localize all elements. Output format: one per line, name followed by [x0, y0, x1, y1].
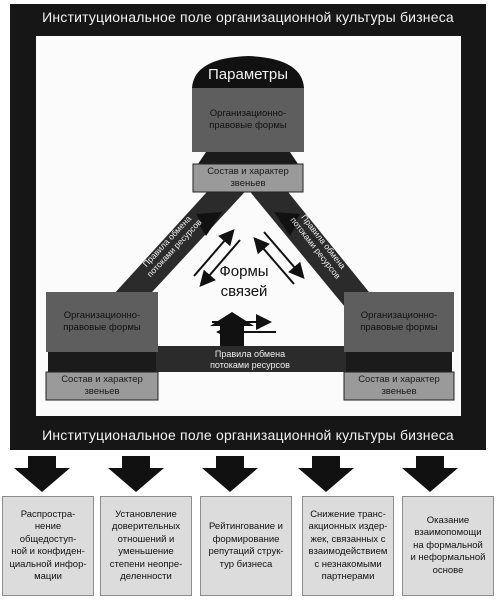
- card-line: основе: [432, 564, 464, 576]
- card-line: жек, связанных с: [310, 533, 386, 545]
- top-node-form-box: [192, 88, 304, 152]
- left-node-composition-box: [45, 371, 159, 401]
- thin-arrow-right-2: [253, 236, 295, 285]
- field-title-bottom: Институциональное поле организационной к…: [42, 427, 454, 443]
- thin-arrow-left-1: [193, 228, 235, 277]
- block-arrow-bottom-edge: [210, 312, 254, 346]
- card-line: на формальной: [413, 539, 483, 551]
- edge-bottom-label-1: Правила обмена: [215, 349, 285, 359]
- right-node-form-box: [344, 292, 454, 352]
- card-line: Снижение транс-: [310, 508, 386, 520]
- left-node-neck: [48, 352, 156, 372]
- down-arrow-3: [202, 456, 258, 492]
- card-information: Распростра- нение общедоступ- ной и конф…: [2, 496, 94, 596]
- left-node-composition-text: Состав и характер звеньев: [61, 374, 143, 397]
- center-label-forms: Формы: [219, 263, 268, 280]
- card-line: взаимопомощи: [414, 527, 482, 539]
- right-node-composition-text: Состав и характер звеньев: [358, 374, 440, 397]
- down-arrow-5: [402, 456, 458, 492]
- card-line: взаимодействием: [308, 546, 388, 557]
- card-line: акционных издер-: [308, 521, 388, 532]
- card-line: Оказание: [426, 514, 470, 526]
- card-line: доверительных: [111, 521, 181, 532]
- block-arrow-left-edge: [178, 212, 222, 242]
- card-transaction-costs-text: Снижение транс- акционных издер- жек, св…: [309, 509, 388, 584]
- card-reputation-text: Рейтингование и формирование репутаций с…: [208, 521, 283, 571]
- down-arrows: [14, 456, 458, 492]
- parameters-tab: [192, 56, 304, 88]
- card-line: формирование: [212, 533, 280, 545]
- down-arrow-2: [108, 456, 164, 492]
- card-line: Распростра-: [20, 508, 76, 520]
- card-line: и неформальной: [410, 552, 486, 564]
- card-line: партнерами: [321, 571, 375, 582]
- right-node-composition-box: [343, 371, 455, 401]
- edge-bottom-label-2: потоками ресурсов: [210, 360, 290, 370]
- edge-bottom-band: [150, 346, 350, 372]
- card-trust-text: Установление доверительных отношений и у…: [110, 509, 183, 584]
- thin-arrow-left-2: [199, 239, 241, 288]
- card-line: циальной инфор-: [9, 558, 87, 570]
- function-cards: Распростра- нение общедоступ- ной и конф…: [0, 496, 496, 598]
- down-arrow-4: [298, 456, 354, 492]
- card-line: репутаций струк-: [208, 546, 284, 557]
- card-trust: Установление доверительных отношений и у…: [100, 496, 192, 596]
- top-node-form-text: Организационно-правовые формы: [209, 108, 287, 131]
- card-information-text: Распростра- нение общедоступ- ной и конф…: [6, 509, 90, 584]
- card-line: мации: [34, 571, 62, 582]
- right-node-neck: [346, 352, 452, 372]
- card-line: ной и конфиден-: [11, 546, 85, 557]
- card-line: отношений и: [117, 533, 175, 545]
- center-label-links: связей: [221, 283, 268, 300]
- thin-arrow-right-1: [263, 231, 305, 280]
- block-arrow-right-edge: [274, 212, 318, 242]
- card-line: Рейтингование и: [209, 521, 283, 532]
- card-transaction-costs: Снижение транс- акционных издер- жек, св…: [302, 496, 394, 596]
- down-arrow-1: [14, 456, 70, 492]
- right-node-form-text: Организационно-правовые формы: [360, 310, 438, 333]
- top-node-composition-box: [192, 163, 304, 193]
- left-node-form-text: Организационно-правовые формы: [63, 310, 141, 333]
- card-line: уменьшение: [118, 546, 174, 557]
- card-line: тур бизнеса: [219, 558, 273, 570]
- card-reputation: Рейтингование и формирование репутаций с…: [200, 496, 292, 596]
- card-line: степени неопре-: [109, 558, 183, 570]
- left-node-form-box: [46, 292, 158, 352]
- card-line: нение общедоступ-: [19, 521, 77, 545]
- parameters-label: Параметры: [208, 66, 288, 83]
- card-line: Установление: [115, 508, 177, 520]
- card-line: деленности: [120, 571, 172, 582]
- card-mutual-aid-text: Оказание взаимопомощи на формальной и не…: [410, 515, 485, 578]
- top-node-composition-text: Состав и характер звеньев: [207, 166, 289, 189]
- card-mutual-aid: Оказание взаимопомощи на формальной и не…: [402, 496, 494, 596]
- card-line: с незнакомыми: [314, 558, 382, 570]
- field-title-top: Институциональное поле организационной к…: [42, 9, 454, 25]
- top-node-neck: [198, 152, 298, 164]
